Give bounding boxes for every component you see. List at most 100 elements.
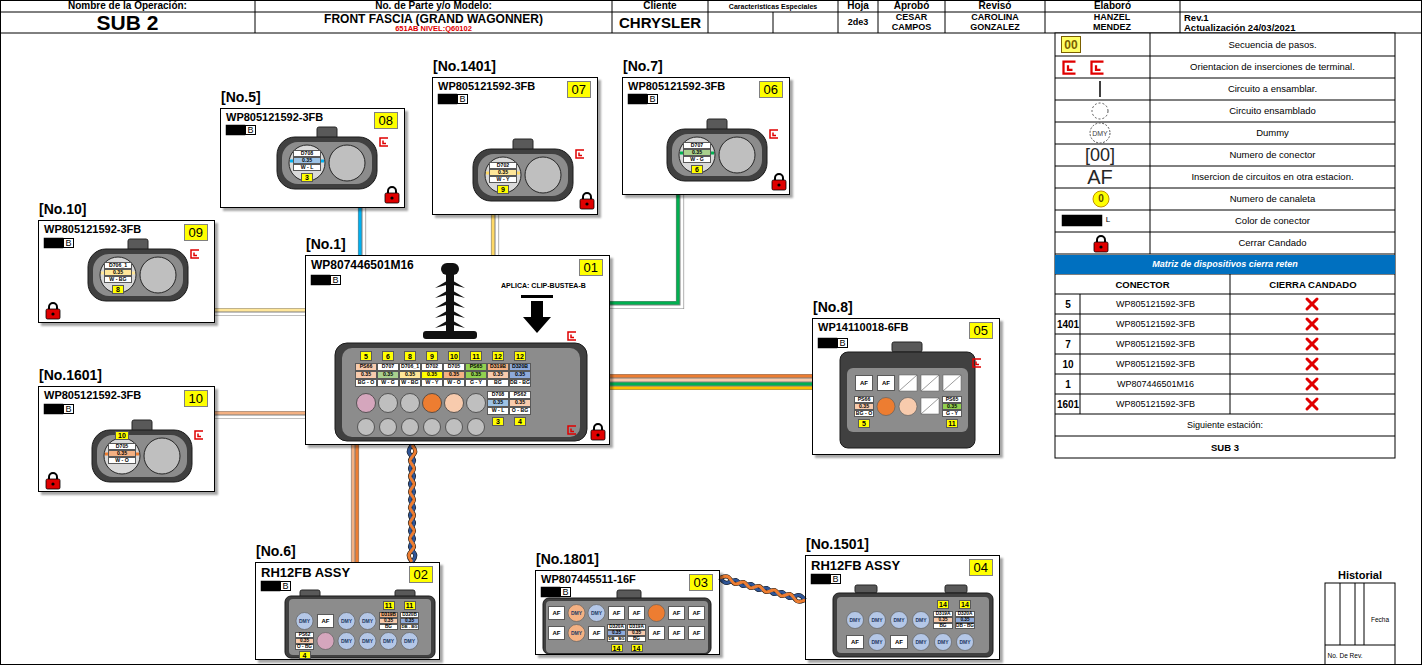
header-value: CAROLINA GONZALEZ: [955, 13, 1035, 32]
cavity-number: 11: [470, 351, 482, 361]
circuit-label: D319B: [487, 363, 509, 371]
legend-sample: 0: [1094, 192, 1108, 206]
housing: [285, 596, 435, 658]
padlock-body: [46, 479, 60, 489]
wire: [363, 208, 366, 255]
circuit-label: D708: [293, 150, 321, 157]
part-number: WP14110018-6FB: [818, 322, 909, 333]
orientation-stroke: [195, 431, 203, 439]
cavity-number: 12: [514, 351, 526, 361]
wire-bundle: [360, 208, 364, 255]
dummy-mark: DMY: [955, 633, 975, 651]
circuit-label: W - BG: [399, 379, 421, 387]
wire: [352, 445, 355, 562]
housing-face: [837, 597, 989, 653]
table-rule: [1055, 314, 1395, 315]
table-cell: 1601: [1056, 395, 1080, 414]
dummy-mark: DMY: [933, 633, 953, 651]
wire: [356, 445, 359, 562]
padlock-body: [1094, 242, 1108, 252]
orientation-mark: [576, 150, 584, 158]
legend-text: Color de conector: [1151, 210, 1394, 231]
cavity: [568, 605, 585, 622]
table-cell: Fecha: [1366, 615, 1394, 625]
cross-stroke: [1307, 379, 1317, 389]
wire-casing: [409, 445, 416, 562]
wire: [215, 416, 305, 419]
cavity: [379, 394, 398, 413]
other-station-mark: AF: [548, 626, 565, 640]
connector-number: [No.1501]: [806, 537, 869, 551]
orientation-stroke: [576, 150, 584, 158]
table-rule: [1055, 232, 1395, 233]
orientation-mark: [770, 130, 778, 138]
other-station-mark: AF: [890, 635, 908, 649]
padlock-icon: [385, 187, 399, 203]
cross-stroke: [1307, 299, 1317, 309]
cavity: [588, 605, 605, 622]
cavity: [445, 394, 464, 413]
wire: [409, 445, 416, 562]
circuit-label: 0.35: [399, 371, 421, 379]
cavity: [359, 633, 376, 650]
dummy-mark: DMY: [379, 632, 398, 650]
cavity: [467, 394, 486, 413]
circuit-label: 0.35: [509, 399, 531, 407]
cavity: [899, 398, 917, 416]
table-rule: [1055, 210, 1395, 211]
cavity: [359, 613, 376, 630]
legend-text: Numero de canaleta: [1151, 188, 1394, 209]
orientation-stroke: [973, 359, 981, 367]
housing-face: [342, 348, 580, 437]
table-rule: [0, 12, 1422, 13]
cavity: [289, 145, 325, 181]
wire-casing: [409, 445, 416, 562]
table-rule: [1055, 436, 1395, 437]
circuit-sample: [1099, 81, 1101, 97]
empty-mark: [921, 375, 939, 391]
legend-text: Orientacion de inserciones de terminal.: [1151, 56, 1394, 77]
housing-face: [847, 368, 968, 432]
history-frame: [1325, 583, 1395, 665]
other-station-mark: AF: [648, 626, 665, 640]
table-cell: WP805121592-3FB: [1081, 295, 1230, 314]
cavity: [423, 394, 442, 413]
empty-mark: [921, 398, 939, 414]
part-number: WP807445511-16F: [541, 574, 636, 585]
housing: [473, 149, 573, 201]
wire-casing: [491, 215, 495, 255]
legend-text: Cerrar Candado: [1151, 232, 1394, 253]
connector-color: [226, 125, 245, 135]
table-rule: [1230, 274, 1231, 414]
housing: [335, 343, 587, 441]
table-rule: [1150, 33, 1151, 254]
circuit-label: D705: [443, 363, 465, 371]
header-cell: Revisó: [945, 0, 1045, 12]
circuit-label: W - BG: [104, 276, 132, 283]
wire: [610, 195, 682, 307]
circuit-label: PS65: [465, 363, 487, 371]
table-cell: WP805121592-3FB: [1081, 335, 1230, 354]
padlock-icon: [46, 473, 60, 489]
cavity: [296, 613, 313, 630]
wire: [720, 576, 805, 601]
color-code: B: [647, 94, 658, 104]
legend-text: Circuito a ensamblar.: [1151, 78, 1394, 99]
sequence-number: 09: [184, 224, 208, 241]
orientation-mark: [568, 426, 576, 434]
orientation-mark: [1092, 62, 1104, 74]
circuit-label: W - L: [487, 407, 509, 415]
part-number: WP805121592-3FB: [226, 112, 323, 123]
cavity-number: 4: [299, 651, 311, 659]
cavity: [401, 633, 418, 650]
color-code: B: [63, 404, 74, 414]
cavity: [317, 633, 334, 650]
cavity: [568, 625, 585, 642]
note: APLICA: CLIP-BUSTEA-B: [501, 282, 586, 289]
dummy-mark: DMY: [358, 612, 377, 630]
sequence-number: 08: [374, 112, 398, 129]
sequence-number: 10: [184, 390, 208, 407]
padlock-icon: [591, 424, 605, 440]
padlock-icon: [1094, 236, 1108, 252]
